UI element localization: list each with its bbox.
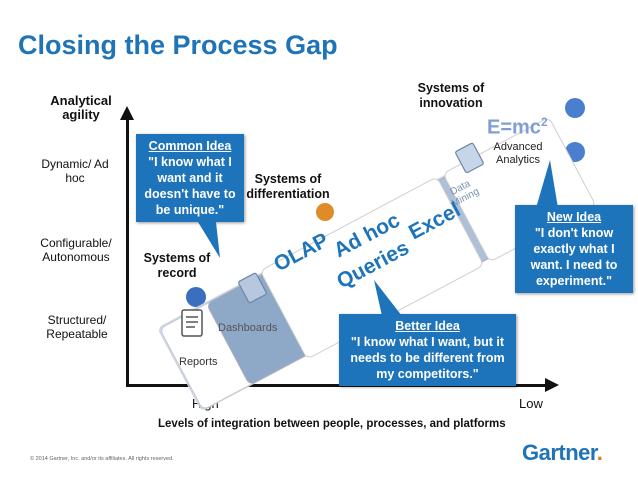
better-idea-body: "I know what I want, but it needs to be … [343,334,512,382]
marker-dot [565,98,585,118]
marker-dot [316,203,334,221]
emc-formula: E=mc2 [487,115,548,140]
copyright-text: © 2014 Gartner, Inc. and/or its affiliat… [30,456,174,462]
common-idea-pointer [190,222,230,262]
systems-of-differentiation: Systems of differentiation [238,172,338,202]
new-idea-head: New Idea [519,209,629,225]
new-idea-body: "I don't know exactly what I want. I nee… [519,225,629,289]
common-idea-callout: Common Idea "I know what I want and it d… [136,134,244,222]
better-idea-pointer [368,280,408,320]
new-idea-pointer [530,160,570,210]
document-icon [182,310,202,336]
better-idea-head: Better Idea [343,318,512,334]
better-idea-callout: Better Idea "I know what I want, but it … [339,314,516,386]
reports-label: Reports [179,356,218,368]
gartner-logo: Gartner. [522,440,602,466]
common-idea-head: Common Idea [140,138,240,154]
dashboards-label: Dashboards [218,322,277,334]
systems-of-innovation: Systems of innovation [403,81,499,111]
common-idea-body: "I know what I want and it doesn't have … [140,154,240,218]
new-idea-callout: New Idea "I don't know exactly what I wa… [515,205,633,293]
